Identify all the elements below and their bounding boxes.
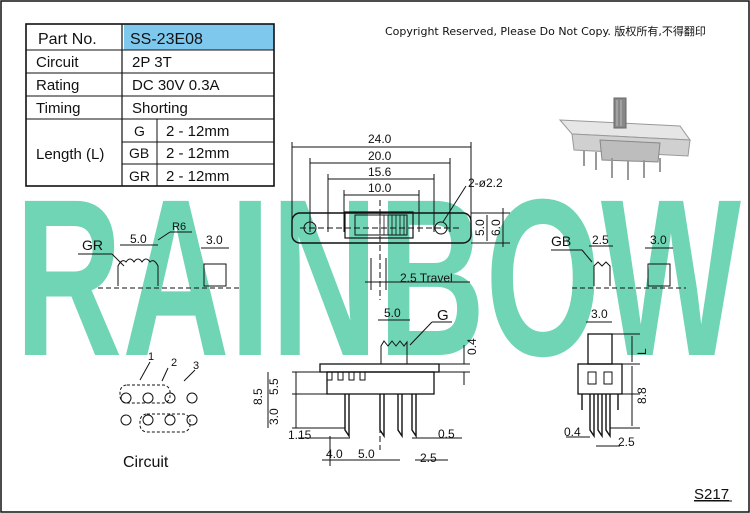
front-dim-4-0: 4.0	[326, 447, 343, 461]
gb-detail	[551, 245, 686, 289]
side-dim-2-5: 2.5	[618, 435, 635, 449]
side-view	[566, 321, 640, 447]
length-value-gb: 2 - 12mm	[166, 145, 229, 162]
dim-20-0: 20.0	[368, 149, 392, 163]
side-dim-3-0: 3.0	[591, 307, 608, 321]
dim-24-0: 24.0	[368, 132, 392, 146]
timing-value: Shorting	[132, 100, 188, 117]
circuit-label: Circuit	[123, 454, 169, 471]
front-dim-3-0: 3.0	[267, 408, 281, 425]
length-label: Length (L)	[36, 146, 104, 163]
length-code-gr: GR	[129, 168, 150, 184]
front-view	[267, 319, 470, 466]
part-no-highlight	[124, 24, 274, 50]
length-value-g: 2 - 12mm	[166, 123, 229, 140]
rating-value: DC 30V 0.3A	[132, 77, 220, 94]
circuit-diagram	[119, 361, 198, 433]
timing-label: Timing	[36, 100, 80, 117]
part-no-label: Part No.	[38, 31, 97, 48]
gb-dim-2-5: 2.5	[592, 233, 609, 247]
travel-label: 2.5 Travel	[400, 271, 453, 285]
circuit-pin-1: 1	[148, 351, 154, 363]
circuit-pin-3: 3	[193, 360, 199, 372]
front-dim-2-5: 2.5	[420, 451, 437, 465]
gr-dim-3-0: 3.0	[206, 233, 223, 247]
page-code: S217	[694, 486, 729, 503]
spec-table: Part No. SS-23E08 Circuit 2P 3T Rating D…	[25, 23, 275, 187]
front-dim-5-5: 5.5	[267, 378, 281, 395]
front-dim-0-4: 0.4	[465, 338, 479, 355]
gr-label: GR	[82, 237, 103, 253]
side-dim-0-4: 0.4	[564, 425, 581, 439]
gr-dim-r6: R6	[172, 221, 186, 233]
top-view	[291, 142, 510, 300]
front-dim-1-15: 1.15	[288, 428, 312, 442]
switch-photo	[558, 97, 692, 180]
front-dim-0-5: 0.5	[438, 427, 455, 441]
gb-dim-3-0: 3.0	[650, 233, 667, 247]
part-no-value: SS-23E08	[130, 31, 203, 48]
copyright-notice: Copyright Reserved, Please Do Not Copy. …	[385, 24, 706, 38]
circuit-pin-2: 2	[171, 357, 177, 369]
front-dim-5-0-bottom: 5.0	[358, 447, 375, 461]
length-code-g: G	[134, 123, 145, 139]
gr-dim-5-0: 5.0	[130, 232, 147, 246]
front-dim-8-5: 8.5	[251, 388, 265, 405]
gb-label: GB	[551, 233, 571, 249]
dim-5-0-vert: 5.0	[473, 219, 487, 236]
gr-detail	[78, 231, 240, 289]
side-dim-l: L	[635, 348, 649, 355]
dim-15-6: 15.6	[368, 165, 392, 179]
circuit-value: 2P 3T	[132, 54, 172, 71]
circuit-label: Circuit	[36, 54, 79, 71]
front-label-g: G	[437, 307, 449, 324]
length-value-gr: 2 - 12mm	[166, 168, 229, 185]
front-dim-5-0: 5.0	[384, 306, 401, 320]
dim-6-0-vert: 6.0	[489, 219, 503, 236]
dim-10-0: 10.0	[368, 181, 392, 195]
side-dim-8-8: 8.8	[635, 387, 649, 404]
rating-label: Rating	[36, 77, 79, 94]
length-code-gb: GB	[129, 145, 149, 161]
hole-callout: 2-ø2.2	[468, 176, 503, 190]
